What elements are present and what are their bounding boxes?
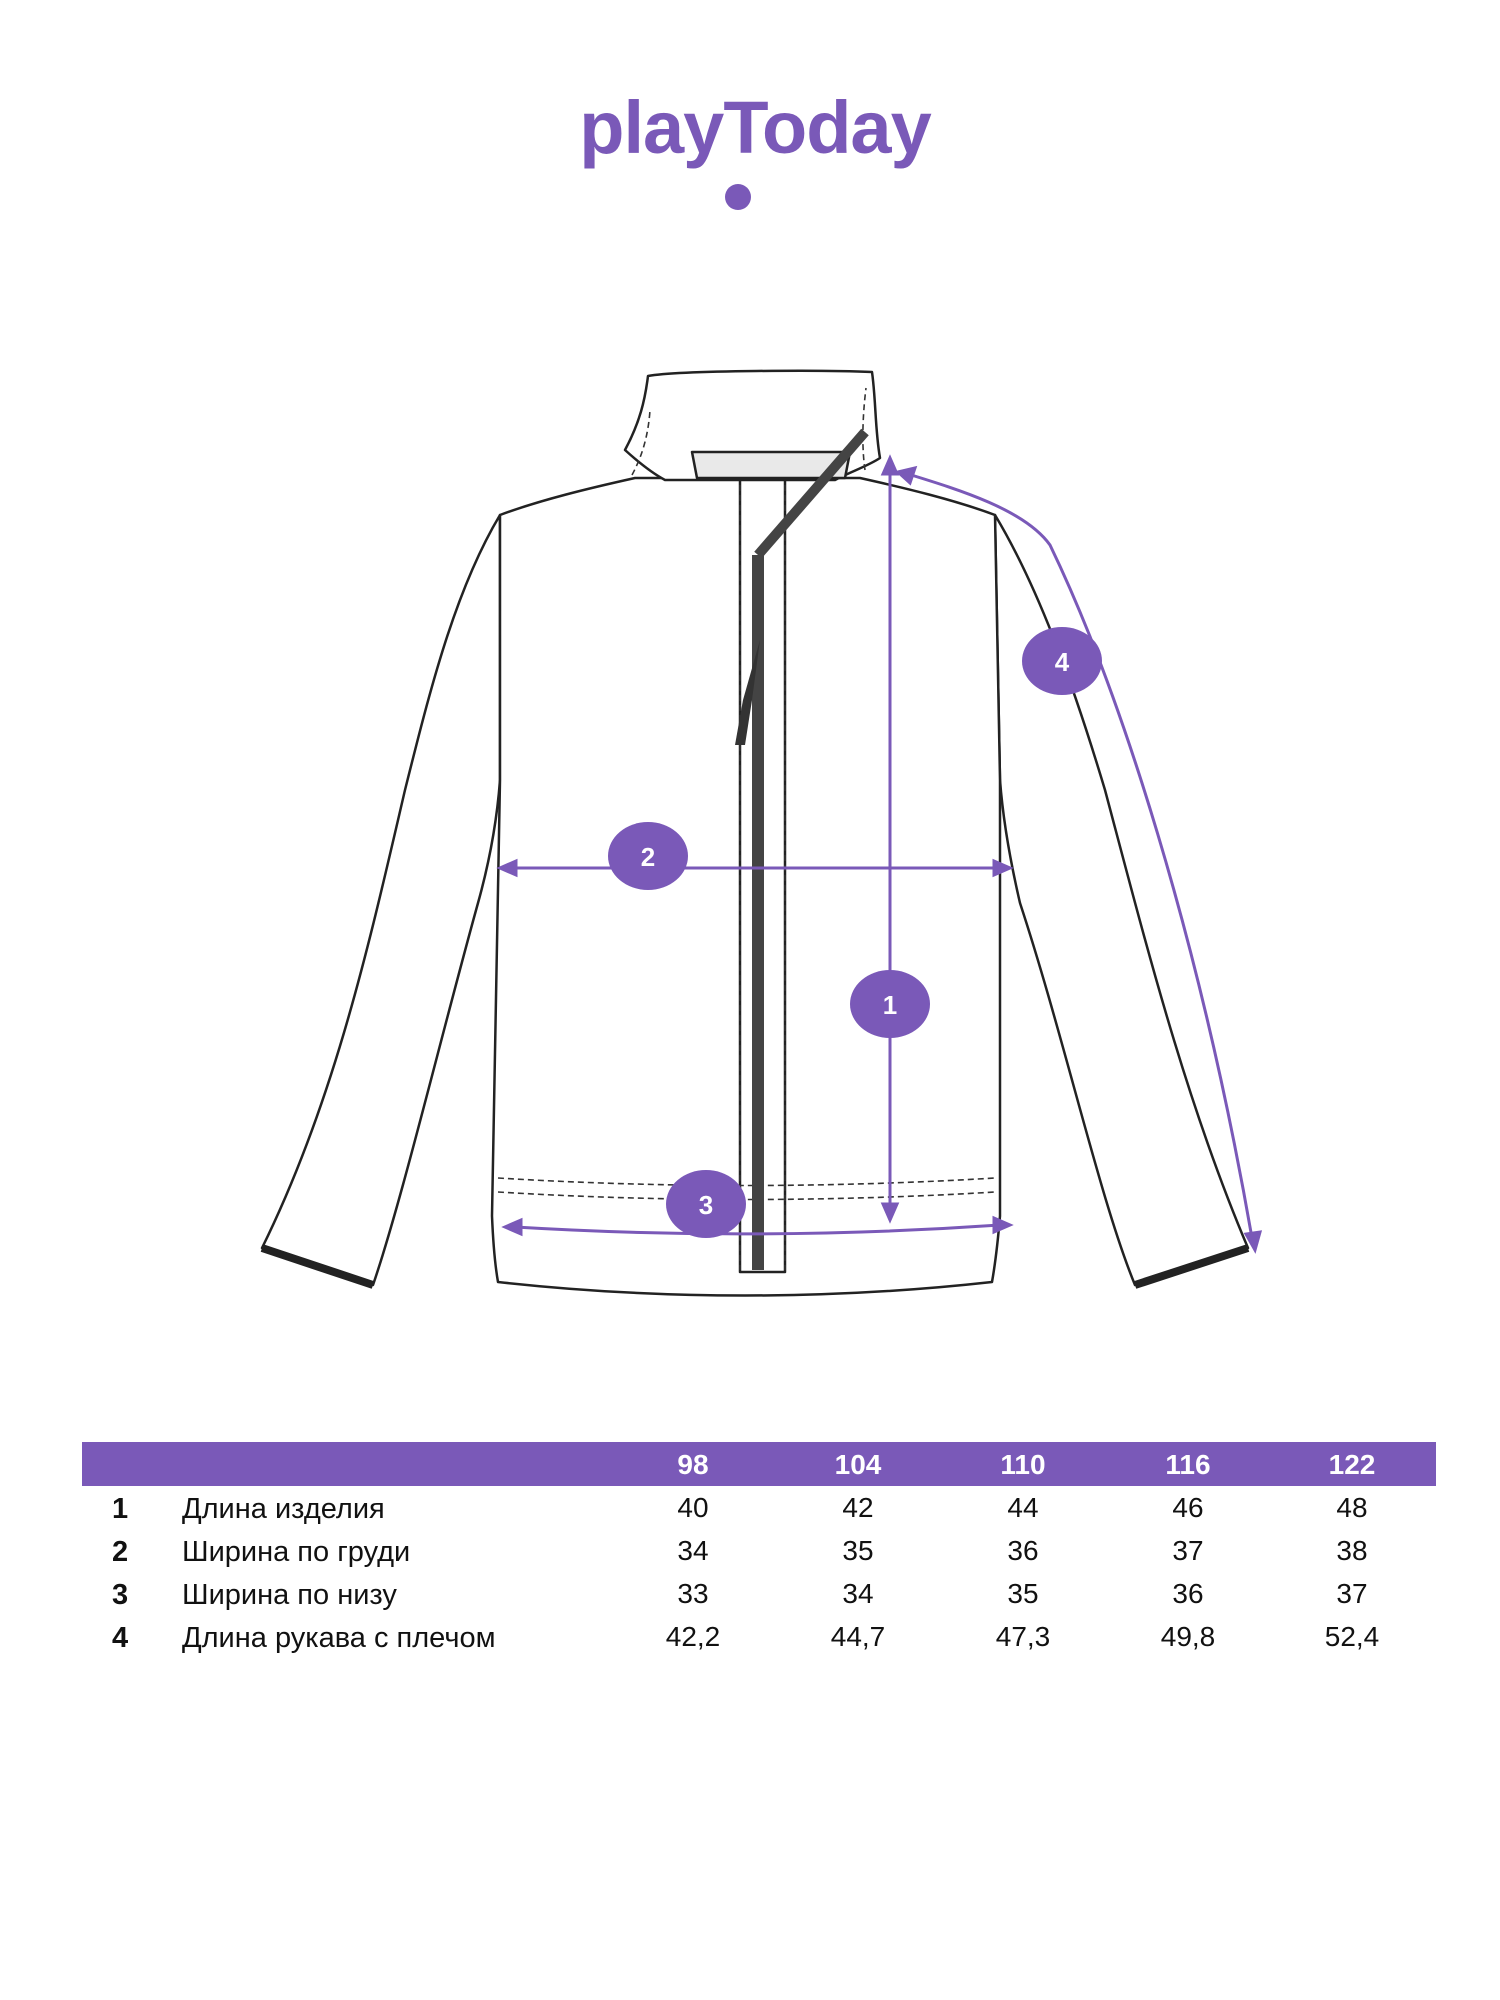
- marker-2-label: 2: [641, 842, 655, 872]
- table-row: 3 Ширина по низу 33 34 35 36 37: [82, 1572, 1436, 1615]
- table-row: 4 Длина рукава с плечом 42,2 44,7 47,3 4…: [82, 1615, 1436, 1658]
- measure-arrow-3-right: [992, 1215, 1014, 1235]
- row-value: 42,2: [665, 1621, 721, 1652]
- marker-4-circle: [1022, 627, 1102, 695]
- table-row: 1 Длина изделия 40 42 44 46 48: [82, 1486, 1436, 1529]
- row-value: 44,7: [830, 1621, 886, 1652]
- marker-3-circle: [666, 1170, 746, 1238]
- size-table-header: 98 104 110 116 122: [82, 1442, 1436, 1486]
- measure-line-3: [514, 1223, 1001, 1236]
- row-label: Ширина по груди: [182, 1536, 411, 1568]
- measure-arrow-3-left: [501, 1217, 523, 1237]
- measure-arrow-4-bottom: [1243, 1230, 1263, 1254]
- row-value: 38: [1336, 1535, 1368, 1566]
- row-value: 42: [842, 1492, 874, 1523]
- row-value: 44: [1007, 1492, 1039, 1523]
- marker-1: 1: [850, 970, 930, 1038]
- row-number: 4: [112, 1622, 129, 1654]
- row-value: 35: [1007, 1578, 1039, 1609]
- zipper: [735, 428, 869, 1270]
- brand-logo: playToday: [555, 86, 955, 215]
- row-value: 36: [1007, 1535, 1039, 1566]
- row-number: 1: [112, 1493, 129, 1525]
- measure-arrow-4-top: [894, 465, 918, 486]
- row-value: 35: [842, 1535, 874, 1566]
- row-value: 37: [1172, 1535, 1204, 1566]
- brand-logo-mark: playToday: [579, 86, 933, 210]
- collar-lining: [690, 450, 852, 480]
- right-sleeve: [993, 513, 1250, 1287]
- row-label: Длина рукава с плечом: [182, 1622, 496, 1654]
- size-header-122: 122: [1328, 1449, 1376, 1480]
- row-value: 46: [1172, 1492, 1204, 1523]
- left-sleeve: [260, 513, 502, 1287]
- marker-1-label: 1: [883, 990, 897, 1020]
- row-value: 33: [677, 1578, 709, 1609]
- row-value: 34: [677, 1535, 709, 1566]
- size-header-110: 110: [1000, 1449, 1046, 1480]
- brand-logo-dot: [725, 184, 751, 210]
- marker-2-circle: [608, 822, 688, 890]
- left-cuff: [260, 1244, 375, 1289]
- marker-3-label: 3: [699, 1190, 713, 1220]
- marker-2: 2: [608, 822, 688, 890]
- row-value: 37: [1336, 1578, 1368, 1609]
- stitching: [497, 387, 996, 1270]
- jacket-outline: [260, 369, 1250, 1297]
- size-table: 98 104 110 116 122 1 Длина изделия 40 42…: [82, 1442, 1436, 1658]
- row-value: 47,3: [995, 1621, 1051, 1652]
- marker-3: 3: [666, 1170, 746, 1238]
- zipper-pull: [735, 640, 760, 745]
- marker-4: 4: [1022, 627, 1102, 695]
- row-number: 2: [112, 1536, 129, 1568]
- row-number: 3: [112, 1579, 129, 1611]
- row-value: 49,8: [1160, 1621, 1216, 1652]
- measure-arrow-1-bottom: [880, 1202, 900, 1224]
- measure-arrow-2-left: [496, 858, 518, 878]
- right-cuff: [1133, 1244, 1250, 1289]
- brand-logo-text: playToday: [579, 95, 931, 169]
- collar-stitch-left: [631, 409, 651, 476]
- collar-stitch-right: [862, 387, 867, 471]
- measure-arrow-2-right: [992, 858, 1014, 878]
- row-value: 52,4: [1324, 1621, 1380, 1652]
- jacket-sketch: 2 1 3 4: [0, 340, 1500, 1340]
- size-header-116: 116: [1165, 1449, 1211, 1480]
- table-row: 2 Ширина по груди 34 35 36 37 38: [82, 1529, 1436, 1572]
- marker-4-label: 4: [1055, 647, 1070, 677]
- measure-arrow-1-top: [880, 454, 900, 476]
- zipper-teeth: [752, 555, 764, 1270]
- size-header-98: 98: [677, 1449, 709, 1480]
- zipper-upper-teeth: [754, 428, 869, 559]
- row-label: Длина изделия: [182, 1493, 385, 1525]
- jacket-sketch-svg: 2 1 3 4: [260, 369, 1263, 1297]
- marker-1-circle: [850, 970, 930, 1038]
- row-value: 36: [1172, 1578, 1204, 1609]
- row-value: 40: [677, 1492, 709, 1523]
- row-value: 34: [842, 1578, 874, 1609]
- size-header-104: 104: [834, 1449, 882, 1480]
- row-value: 48: [1336, 1492, 1368, 1523]
- row-label: Ширина по низу: [182, 1579, 397, 1611]
